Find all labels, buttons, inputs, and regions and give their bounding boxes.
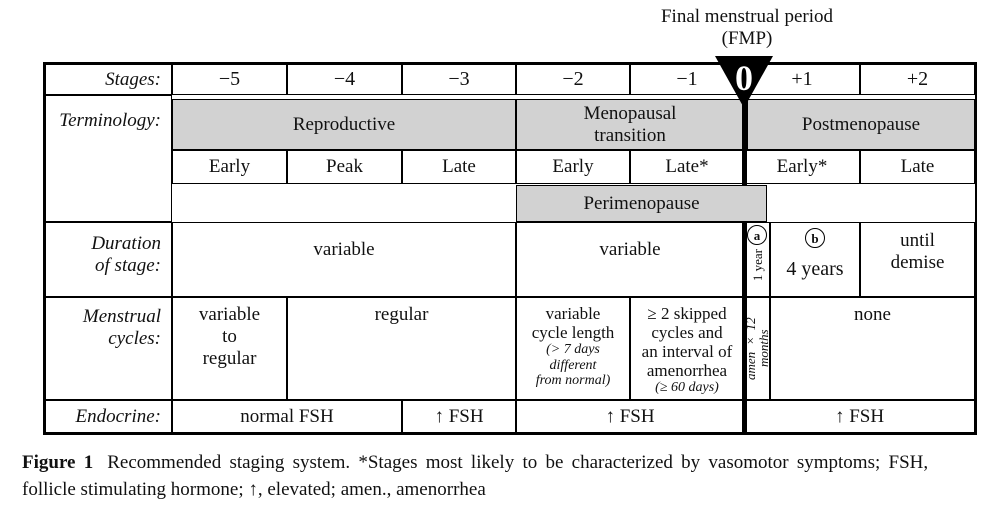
stage-plus-2: +2 <box>860 64 975 95</box>
staging-table: Stages: −5 −4 −3 −2 −1 +1 +2 Terminology… <box>43 62 977 435</box>
fmp-triangle-marker <box>715 56 773 108</box>
fmp-divider-line <box>742 95 747 433</box>
stage-minus-3: −3 <box>402 64 516 95</box>
fmp-abbreviation: (FMP) <box>721 28 773 49</box>
row-label-stages: Stages: <box>45 64 172 95</box>
substage-early-postmenopause: Early* <box>744 150 860 184</box>
row-label-terminology: Terminology: <box>45 95 172 222</box>
duration-stage-a-cell: a 1 year <box>744 222 770 297</box>
duration-variable-transition: variable <box>516 222 744 297</box>
stage-a-marker: a <box>747 225 767 245</box>
terminology-reproductive-band: Reproductive <box>172 99 516 150</box>
duration-until-demise: until demise <box>860 222 975 297</box>
menstrual-skipped-cycles: ≥ 2 skipped cycles and an interval of am… <box>630 297 744 400</box>
four-years-label: 4 years <box>786 258 844 280</box>
row-label-duration: Duration of stage: <box>45 222 172 297</box>
variable-cycle-length-note: (> 7 days different from normal) <box>535 342 611 389</box>
menstrual-variable-to-regular: variable to regular <box>172 297 287 400</box>
variable-cycle-length-text: variable cycle length <box>531 304 615 343</box>
endocrine-elevated-fsh-postmenopause: ↑ FSH <box>744 400 975 433</box>
stage-minus-2: −2 <box>516 64 630 95</box>
endocrine-elevated-fsh-transition: ↑ FSH <box>516 400 744 433</box>
row-label-endocrine: Endocrine: <box>45 400 172 433</box>
endocrine-elevated-fsh-late-reproductive: ↑ FSH <box>402 400 516 433</box>
fmp-title: Final menstrual period <box>660 6 834 27</box>
caption-line-1: Figure 1 Recommended staging system. *Sta… <box>22 450 980 477</box>
substage-late-transition: Late* <box>630 150 744 184</box>
amenorrhea-vertical-cell: amen × 12 months <box>743 297 771 400</box>
menstrual-regular: regular <box>287 297 516 400</box>
terminology-postmenopause-band: Postmenopause <box>747 99 975 150</box>
duration-variable-reproductive: variable <box>172 222 516 297</box>
substage-early-transition: Early <box>516 150 630 184</box>
figure-label: Figure 1 <box>22 452 94 473</box>
fmp-zero-label: 0 <box>735 58 753 98</box>
menstrual-variable-cycle-length: variable cycle length (> 7 days differen… <box>516 297 630 400</box>
figure-caption: Figure 1 Recommended staging system. *Sta… <box>22 450 980 504</box>
caption-line-2: follicle stimulating hormone; ↑, elevate… <box>22 478 486 500</box>
terminology-menopausal-transition-band: Menopausal transition <box>516 99 744 150</box>
substage-peak-reproductive: Peak <box>287 150 402 184</box>
caption-text-1: Recommended staging system. *Stages most… <box>107 452 929 473</box>
stage-minus-4: −4 <box>287 64 402 95</box>
amenorrhea-vertical-label: amen × 12 months <box>743 317 771 380</box>
duration-stage-b-cell: b 4 years <box>770 222 860 297</box>
row-label-menstrual: Menstrual cycles: <box>45 297 172 400</box>
menstrual-none: none <box>770 297 975 400</box>
skipped-cycles-text: ≥ 2 skipped cycles and an interval of am… <box>641 304 733 381</box>
substage-late-postmenopause: Late <box>860 150 975 184</box>
skipped-cycles-note: (≥ 60 days) <box>655 380 719 396</box>
stage-minus-5: −5 <box>172 64 287 95</box>
stage-b-marker: b <box>805 228 825 248</box>
perimenopause-band: Perimenopause <box>516 185 767 222</box>
substage-late-reproductive: Late <box>402 150 516 184</box>
one-year-vertical-label: 1 year <box>749 249 765 282</box>
substage-early-reproductive: Early <box>172 150 287 184</box>
endocrine-normal-fsh: normal FSH <box>172 400 402 433</box>
